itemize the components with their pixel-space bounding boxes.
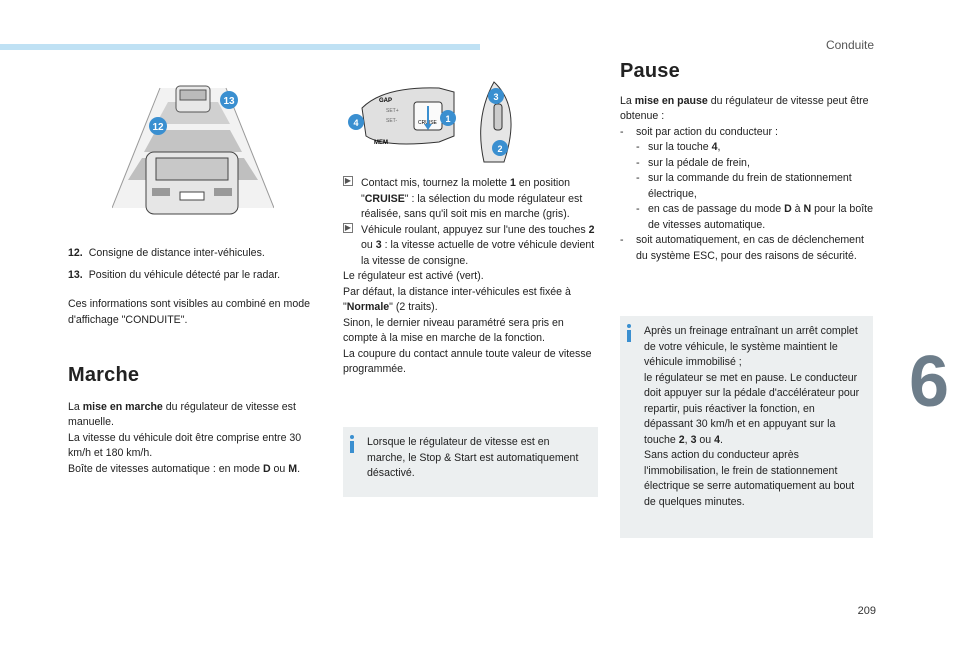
default-distance: Par défaut, la distance inter-véhicules … — [343, 285, 571, 314]
info-note-stop-start: Lorsque le régulateur de vitesse est en … — [343, 427, 598, 497]
info-icon — [349, 435, 355, 453]
radar-distance-illustration: 13 12 — [112, 85, 274, 215]
chapter-tab: 6 — [898, 322, 960, 442]
instruction-list: Contact mis, tournez la molette 1 en pos… — [343, 176, 601, 269]
pause-conditions: soit par action du conducteur : sur la t… — [620, 125, 874, 265]
legend-text: Consigne de distance inter-véhicules. — [88, 247, 265, 259]
callout-12: 12 — [152, 122, 164, 133]
middle-column: Contact mis, tournez la molette 1 en pos… — [343, 176, 601, 378]
section-title: Conduite — [825, 38, 874, 52]
instruction-item: Contact mis, tournez la molette 1 en pos… — [343, 176, 601, 223]
info-icon — [626, 324, 632, 342]
legend-note: Ces informations sont visibles au combin… — [68, 298, 311, 326]
note-paragraph: Sans action du conducteur après l'immobi… — [644, 449, 855, 508]
callout-4: 4 — [353, 118, 358, 128]
stalk-label-gap: GAP — [379, 98, 392, 104]
info-note-pause: Après un freinage entraînant un arrêt co… — [620, 316, 873, 538]
left-column: 12. Consigne de distance inter-véhicules… — [68, 246, 322, 477]
stalk-label-mem: MEM — [374, 140, 388, 146]
instruction-item: Véhicule roulant, appuyez sur l'une des … — [343, 222, 601, 270]
legend-item: 13. Position du véhicule détecté par le … — [68, 268, 322, 284]
callout-3: 3 — [493, 92, 498, 102]
pause-sub-item: sur la touche 4, — [636, 140, 874, 156]
last-level: Sinon, le dernier niveau paramétré sera … — [343, 316, 564, 345]
pause-sub-item: en cas de passage du mode D à N pour la … — [636, 202, 874, 233]
callout-1: 1 — [445, 114, 450, 124]
note-paragraph: le régulateur se met en pause. Le conduc… — [644, 371, 860, 446]
pause-condition: soit automatiquement, en cas de déclench… — [620, 233, 874, 264]
right-column: Pause La mise en pause du régulateur de … — [620, 60, 874, 265]
pause-sub-item: sur la commande du frein de stationnemen… — [636, 171, 874, 202]
note-paragraph: Après un freinage entraînant un arrêt co… — [644, 325, 858, 368]
pause-sub-item: sur la pédale de frein, — [636, 156, 874, 172]
legend-item: 12. Consigne de distance inter-véhicules… — [68, 246, 322, 262]
header-accent-bar — [0, 44, 480, 50]
status-active: Le régulateur est activé (vert). — [343, 270, 484, 282]
ignition-off: La coupure du contact annule toute valeu… — [343, 347, 592, 376]
marche-paragraph: La mise en marche du régulateur de vites… — [68, 400, 296, 429]
cruise-stalk-illustration: GAP CRUISE MEM SET+ SET- 3 4 1 2 — [348, 81, 512, 163]
marche-speed-range: La vitesse du véhicule doit être compris… — [68, 431, 302, 460]
legend-text: Position du véhicule détecté par le rada… — [88, 268, 281, 281]
page-number: 209 — [857, 605, 876, 617]
heading-pause: Pause — [620, 60, 680, 82]
chapter-number: 6 — [908, 342, 950, 422]
callout-13: 13 — [223, 96, 235, 107]
pause-condition: soit par action du conducteur : sur la t… — [620, 125, 874, 234]
legend-number: 12. — [68, 247, 83, 259]
stalk-label-set-plus: SET+ — [386, 108, 399, 114]
legend-number: 13. — [68, 268, 83, 281]
callout-2: 2 — [497, 144, 502, 154]
marche-gearbox: Boîte de vitesses automatique : en mode … — [68, 462, 301, 475]
pause-intro: La mise en pause du régulateur de vitess… — [620, 94, 869, 123]
stalk-label-set-minus: SET- — [386, 118, 397, 124]
heading-marche: Marche — [68, 364, 140, 386]
